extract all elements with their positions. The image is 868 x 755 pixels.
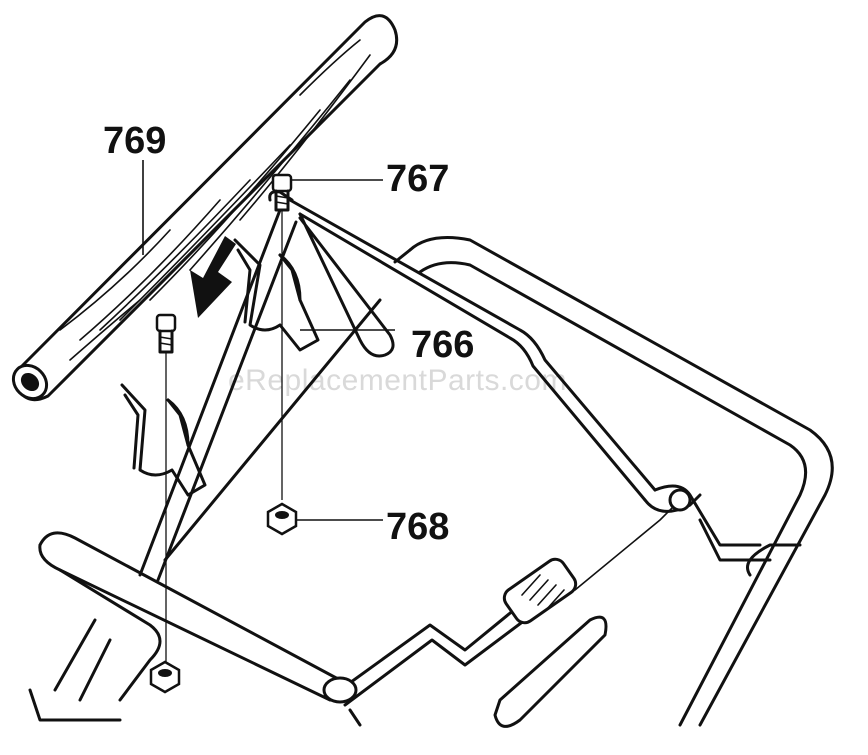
clip-upper	[233, 238, 320, 352]
callout-769: 769	[103, 120, 166, 162]
bolt-upper	[271, 173, 293, 500]
callout-766: 766	[411, 324, 474, 366]
control-cable-assembly	[322, 488, 692, 728]
part-769-handle-tube[interactable]	[7, 14, 399, 406]
mower-frame	[28, 190, 834, 727]
watermark: eReplacementParts.com	[228, 364, 567, 397]
callout-768: 768	[386, 506, 449, 548]
bolt-lower	[155, 313, 177, 670]
nut-lower	[149, 660, 181, 694]
leader-lines	[142, 160, 395, 521]
nut-upper	[266, 502, 298, 536]
arrow-down-icon	[190, 236, 236, 318]
clip-lower	[120, 383, 207, 497]
callout-767: 767	[386, 158, 449, 200]
